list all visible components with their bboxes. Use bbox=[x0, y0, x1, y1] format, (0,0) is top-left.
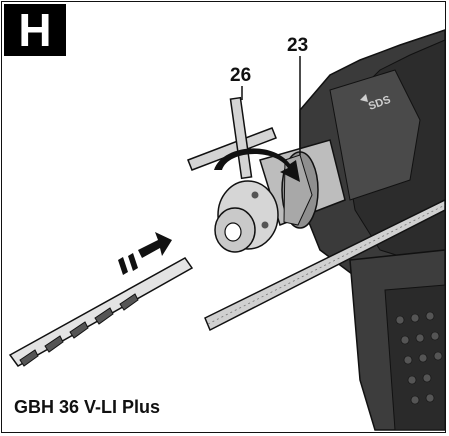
callout-chuck-key: 26 bbox=[230, 65, 252, 86]
hammer-drill-body: SDS bbox=[299, 28, 446, 431]
chuck-key bbox=[187, 96, 277, 180]
drill-bit bbox=[8, 257, 194, 367]
insert-arrow-icon bbox=[118, 232, 172, 275]
depth-stop-rod bbox=[204, 198, 446, 332]
rotation-arrow-icon bbox=[214, 148, 300, 182]
model-name-label: GBH 36 V-LI Plus bbox=[14, 397, 161, 417]
callout-chuck: 23 bbox=[287, 35, 309, 56]
step-letter-badge: H bbox=[4, 4, 66, 56]
